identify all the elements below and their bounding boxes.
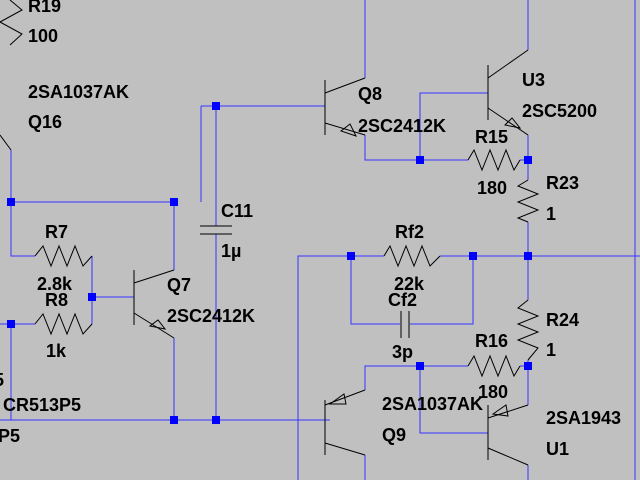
junction-node [170,416,178,424]
wire-u3-base-loop [419,92,488,160]
junction-node [416,156,424,164]
c11-ref-label: C11 [221,201,253,221]
rf2-resistor [383,244,441,268]
q7-transistor [133,269,175,339]
q9-ref-label: Q9 [382,425,406,445]
wire-q9-emitter [364,365,420,390]
r7-ref-label: R7 [45,222,68,242]
labels: R19 100 2SA1037AK Q16 Q8 2SC2412K U3 2SC… [0,0,621,459]
u3-transistor [487,49,529,136]
junction-node [524,362,532,370]
r8-value-label: 1k [46,341,67,361]
junction-nodes [7,102,532,424]
junction-node [416,362,424,370]
r24-ref-label: R24 [546,310,579,330]
left-fragment-label: 5 [0,370,4,390]
junction-node [7,320,15,328]
r23-ref-label: R23 [546,173,579,193]
c11-value-label: 1µ [221,241,241,261]
r24-resistor [516,299,540,361]
q9-part-label: 2SA1037AK [382,394,483,414]
cf2-value-label: 3p [392,342,413,362]
r19-ref-label: R19 [28,0,61,16]
rf2-ref-label: Rf2 [395,222,424,242]
wire-u1-base-loop [419,366,488,434]
wire-cf2-right [410,256,474,325]
r8-resistor [34,312,93,336]
r16-resistor [467,354,521,378]
q7-part-label: 2SC2412K [167,306,255,326]
u1-part-label: 2SA1943 [546,408,621,428]
q16-part-label: 2SA1037AK [28,82,129,102]
u3-part-label: 2SC5200 [522,101,597,121]
junction-node [170,198,178,206]
q7-ref-label: Q7 [167,275,191,295]
q9-transistor [324,389,366,456]
r24-value-label: 1 [546,340,556,360]
r7-value-label: 2.8k [37,274,73,294]
r23-value-label: 1 [546,204,556,224]
junction-node [524,156,532,164]
q16-ref-label: Q16 [28,112,62,132]
q8-transistor [324,77,366,137]
q8-ref-label: Q8 [358,84,382,104]
r16-value-label: 180 [478,382,508,402]
junction-node [212,102,220,110]
wire-q8-emitter [364,135,420,161]
r8-ref-label: R8 [45,290,68,310]
left-part-label-b: P5 [0,426,20,446]
r23-resistor [516,179,540,223]
r15-resistor [467,148,521,172]
u1-transistor [487,404,529,466]
q8-part-label: 2SC2412K [358,116,446,136]
components [0,0,540,466]
cf2-capacitor [400,311,410,338]
wire-r7-left [10,202,35,257]
junction-node [347,252,355,260]
junction-node [7,198,15,206]
u1-ref-label: U1 [546,439,569,459]
junction-node [524,252,532,260]
left-part-label-a: CR513P5 [3,395,81,415]
r19-resistor [0,0,23,46]
junction-node [212,416,220,424]
r16-ref-label: R16 [475,331,508,351]
junction-node [88,293,96,301]
r15-ref-label: R15 [475,127,508,147]
rf2-value-label: 22k [394,274,425,294]
wire-feedback-left [297,255,384,480]
c11-capacitor [200,225,232,235]
wire-cf2-left [350,256,400,325]
u3-ref-label: U3 [522,70,545,90]
r7-resistor [34,244,93,268]
r19-value-label: 100 [28,26,58,46]
junction-node [469,252,477,260]
cf2-ref-label: Cf2 [388,290,417,310]
r15-value-label: 180 [477,178,507,198]
left-component-fragment [0,134,12,151]
